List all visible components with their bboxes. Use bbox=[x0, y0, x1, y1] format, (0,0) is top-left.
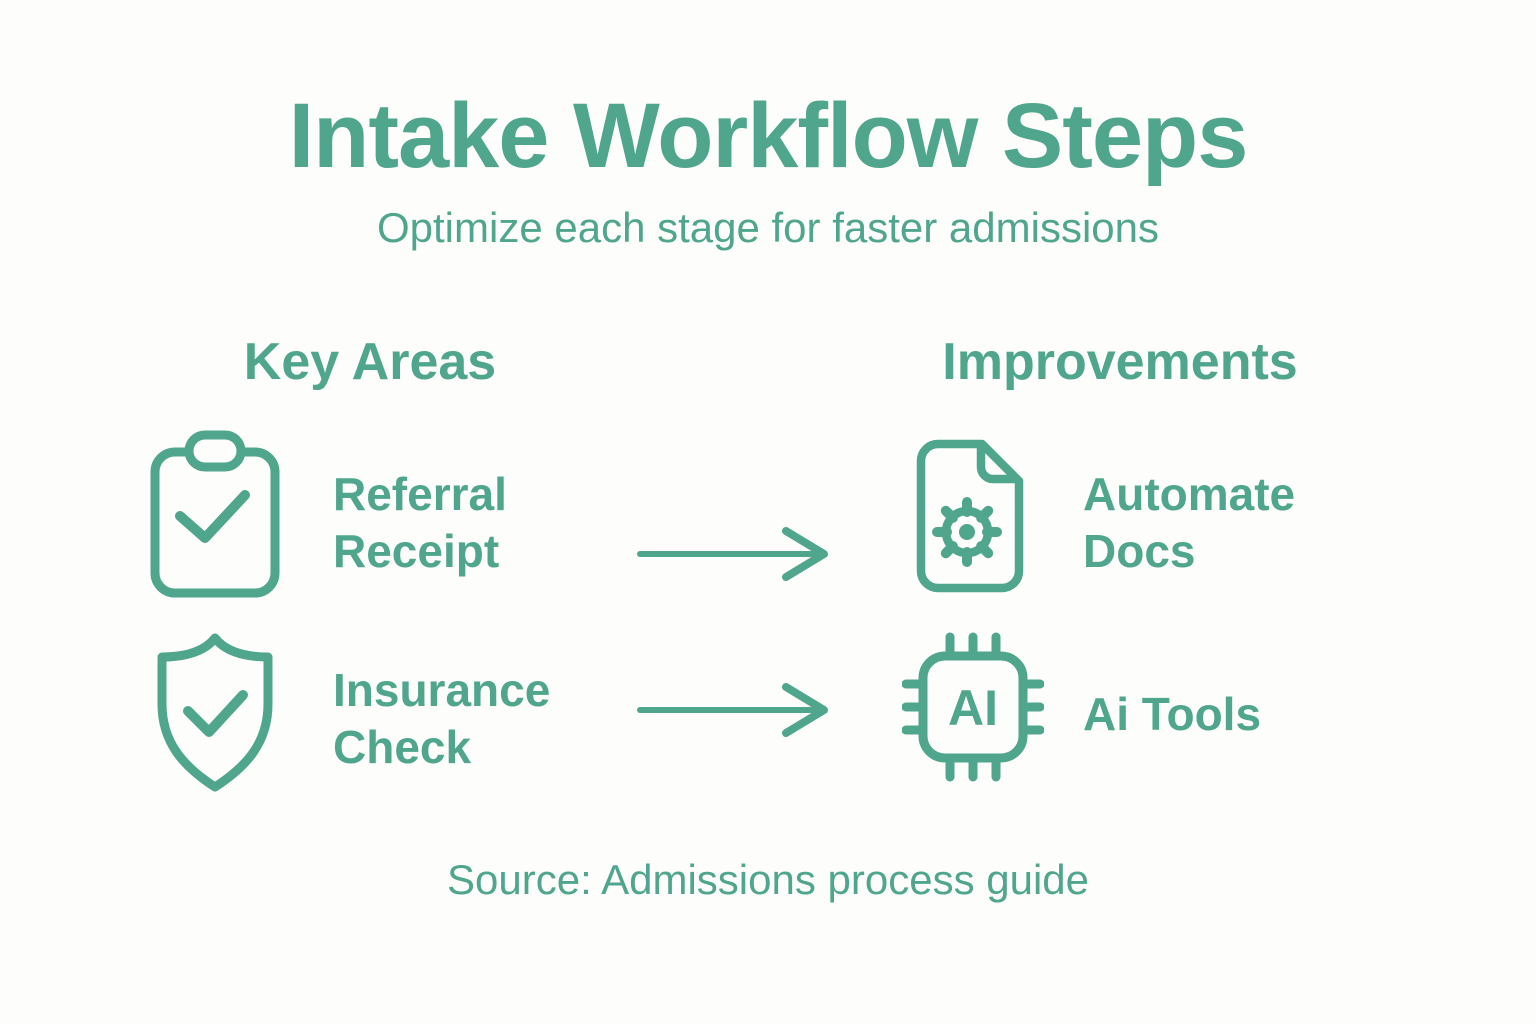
key-area-label-referral-receipt: Referral Receipt bbox=[333, 468, 507, 577]
shield-check-icon bbox=[147, 631, 283, 794]
source-note: Source: Admissions process guide bbox=[447, 856, 1089, 903]
page-subtitle: Optimize each stage for faster admission… bbox=[376, 204, 1159, 251]
improvement-label-ai-tools: Ai Tools bbox=[1083, 688, 1262, 740]
page-title: Intake Workflow Steps bbox=[288, 85, 1249, 187]
arrow-right-icon bbox=[633, 524, 843, 584]
key-area-label-insurance-check: Insurance Check bbox=[333, 664, 551, 773]
clipboard-check-icon bbox=[148, 428, 282, 600]
improvement-label-automate-docs: Automate Docs bbox=[1083, 468, 1296, 577]
arrow-right-icon bbox=[633, 680, 843, 740]
document-gear-icon bbox=[910, 437, 1030, 595]
ai-chip-text: AI bbox=[948, 680, 998, 736]
column-heading-improvements: Improvements bbox=[942, 333, 1298, 391]
column-heading-key-areas: Key Areas bbox=[243, 333, 497, 391]
ai-chip-icon: AI bbox=[902, 629, 1044, 785]
